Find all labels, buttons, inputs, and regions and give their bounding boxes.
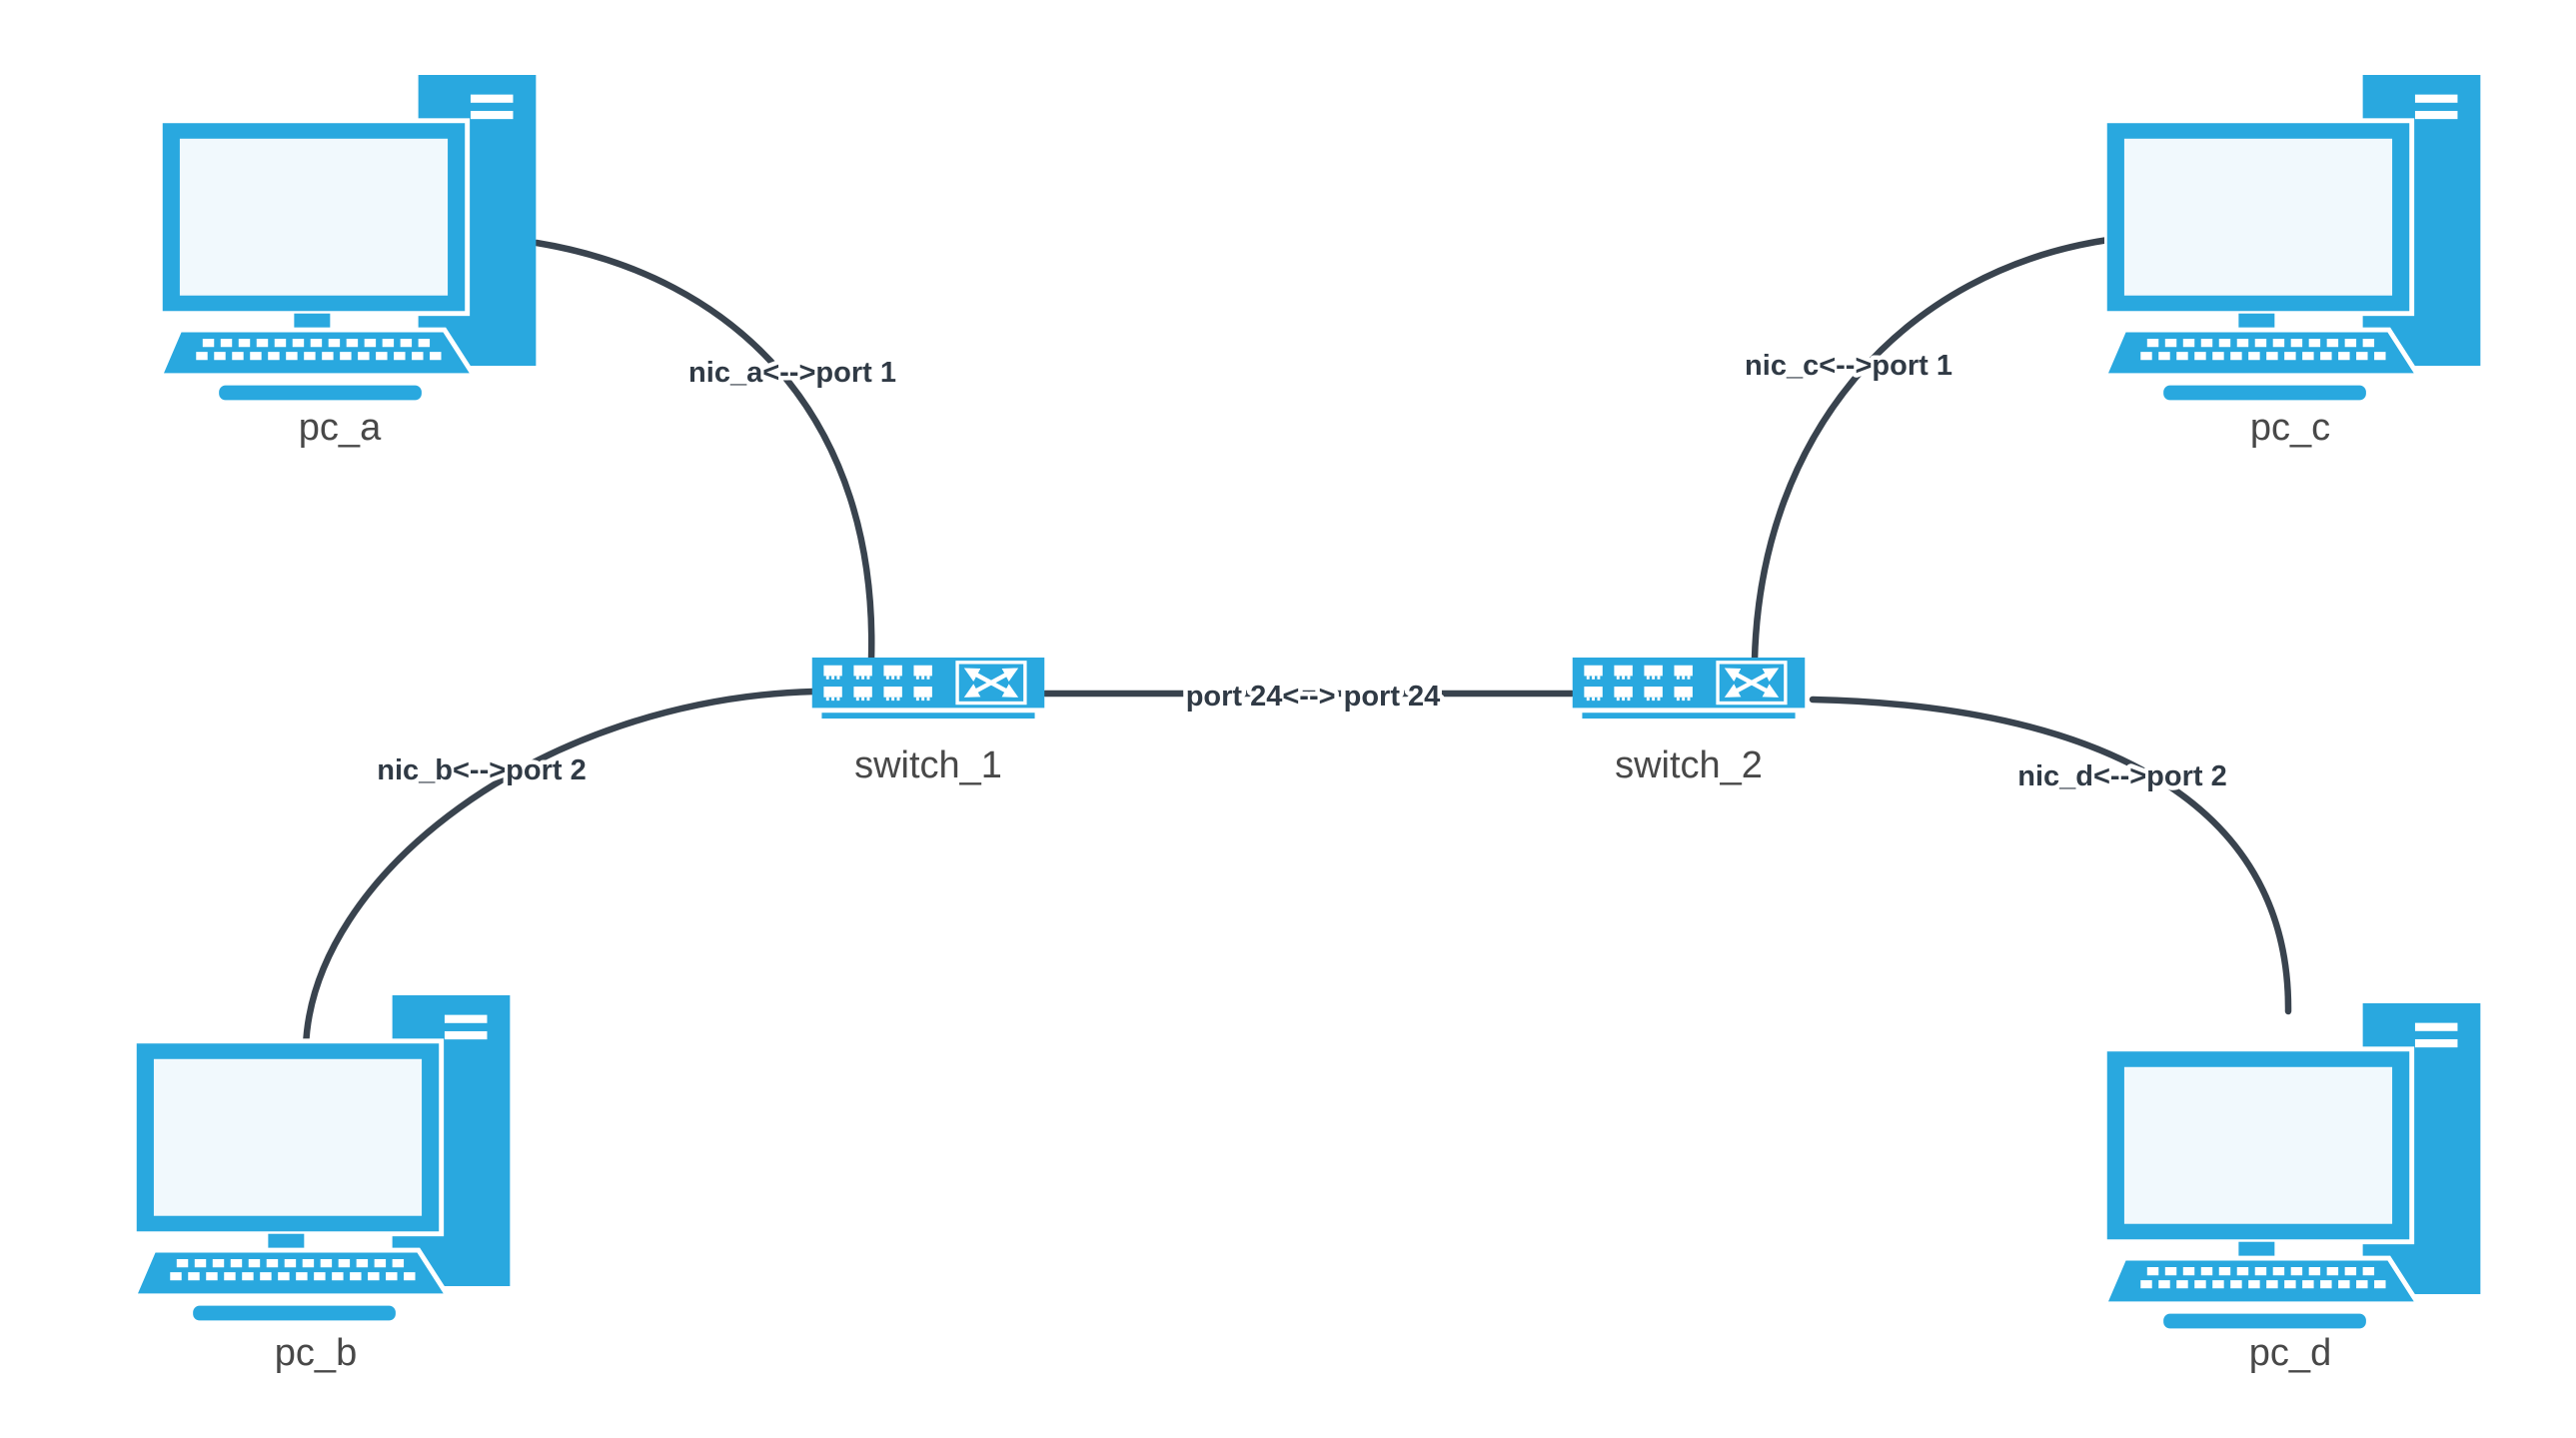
node-label-pc-c: pc_c — [2250, 407, 2330, 449]
edge-label-nic-a-port-1: nic_a<-->port 1 — [688, 357, 896, 389]
edge-pc-c-to-switch-2 — [1751, 236, 2112, 664]
node-pc-a: pc_a — [160, 75, 536, 449]
node-label-switch-1: switch_1 — [854, 744, 1002, 786]
edge-label-nic-d-port-2: nic_d<-->port 2 — [2017, 760, 2227, 792]
edge-labels: nic_a<-->port 1 nic_b<-->port 2 port 24<… — [373, 346, 2232, 797]
edges — [302, 236, 2292, 1051]
pc-a-icon — [160, 75, 536, 400]
edge-pc-b-to-switch-1 — [302, 688, 817, 1051]
pc-b-icon — [134, 995, 510, 1320]
node-pc-d: pc_d — [2104, 1003, 2480, 1374]
node-switch-2: switch_2 — [1573, 658, 1806, 786]
node-label-pc-b: pc_b — [275, 1332, 357, 1374]
edge-label-nic-c-port-1: nic_c<-->port 1 — [1745, 350, 1952, 382]
node-label-switch-2: switch_2 — [1615, 744, 1763, 786]
edge-switch-2-to-pc-d — [1809, 696, 2292, 1015]
nodes: pc_a pc_b pc_c pc_d switch_1 switch_2 — [134, 75, 2480, 1374]
node-pc-b: pc_b — [134, 995, 510, 1374]
node-label-pc-a: pc_a — [299, 407, 382, 449]
node-switch-1: switch_1 — [812, 658, 1045, 786]
node-pc-c: pc_c — [2104, 75, 2480, 449]
edge-pc-a-to-switch-1 — [533, 239, 875, 664]
node-label-pc-d: pc_d — [2249, 1332, 2331, 1374]
edge-label-port-24-port-24: port 24<--> port 24 — [1186, 681, 1441, 713]
pc-d-icon — [2104, 1003, 2480, 1328]
switch-2-icon — [1573, 658, 1806, 719]
switch-1-icon — [812, 658, 1045, 719]
pc-c-icon — [2104, 75, 2480, 400]
edge-label-nic-b-port-2: nic_b<-->port 2 — [377, 754, 587, 786]
